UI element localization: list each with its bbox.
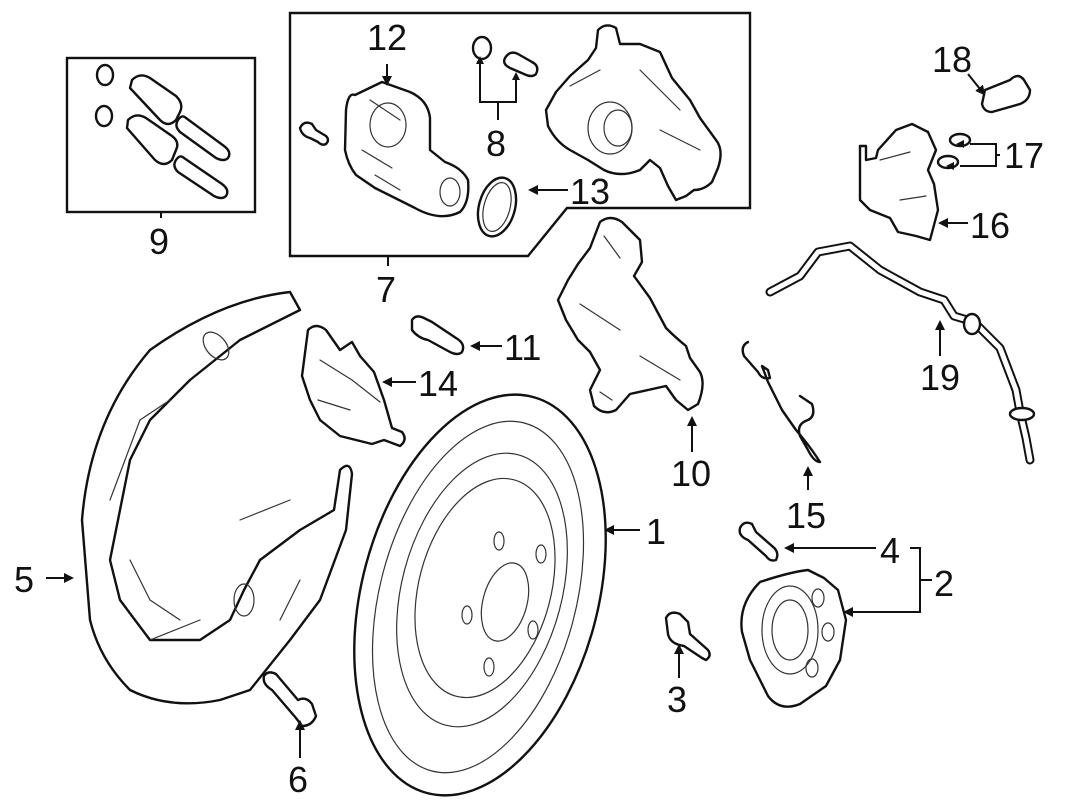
callout-10: 10 (671, 453, 711, 494)
hub-bearing (740, 568, 848, 708)
banjo-bolt (980, 74, 1032, 114)
leader-lines (46, 56, 1000, 758)
brake-hose-bracket (858, 122, 940, 242)
callout-8: 8 (486, 123, 506, 164)
parking-brake-actuator (343, 80, 470, 218)
callout-4: 4 (880, 530, 900, 571)
callout-7: 7 (376, 269, 396, 310)
wheel-stud (738, 521, 779, 562)
caliper-housing (544, 24, 722, 202)
washers (936, 132, 972, 170)
hub-bolt (664, 611, 711, 662)
callout-19: 19 (920, 357, 960, 398)
callout-3: 3 (667, 679, 687, 720)
leader-17 (960, 143, 1000, 167)
callout-14: 14 (418, 363, 458, 404)
callout-13: 13 (570, 171, 610, 212)
callout-17: 17 (1004, 135, 1044, 176)
caliper-bracket (556, 216, 704, 414)
shield-bolt (262, 671, 318, 728)
callout-9: 9 (149, 221, 169, 262)
callout-1: 1 (646, 511, 666, 552)
guide-pin-kit-parts (94, 63, 231, 200)
callout-6: 6 (288, 759, 308, 800)
leader-8 (479, 60, 517, 120)
brake-hose (765, 241, 1036, 465)
bleeder-screw (502, 51, 539, 78)
callout-labels: 1 2 3 4 5 6 7 8 9 10 11 12 13 14 15 16 1… (14, 17, 1044, 800)
guide-pin-kit-box (65, 56, 257, 218)
caliper-assembly-box (288, 11, 752, 266)
callout-16: 16 (970, 205, 1010, 246)
rotor (353, 393, 607, 797)
callout-15: 15 (786, 495, 826, 536)
actuator-seal (476, 176, 518, 238)
bleeder-cap (471, 35, 493, 61)
leader-18 (967, 73, 986, 96)
actuator-screw (298, 121, 330, 146)
callout-12: 12 (367, 17, 407, 58)
splash-shield (80, 290, 354, 705)
brake-pads (300, 324, 406, 448)
anti-rattle-clip (741, 340, 822, 464)
callout-18: 18 (932, 39, 972, 80)
bracket-bolt (410, 315, 465, 356)
callout-5: 5 (14, 559, 34, 600)
callout-2: 2 (934, 563, 954, 604)
callout-11: 11 (504, 327, 541, 368)
